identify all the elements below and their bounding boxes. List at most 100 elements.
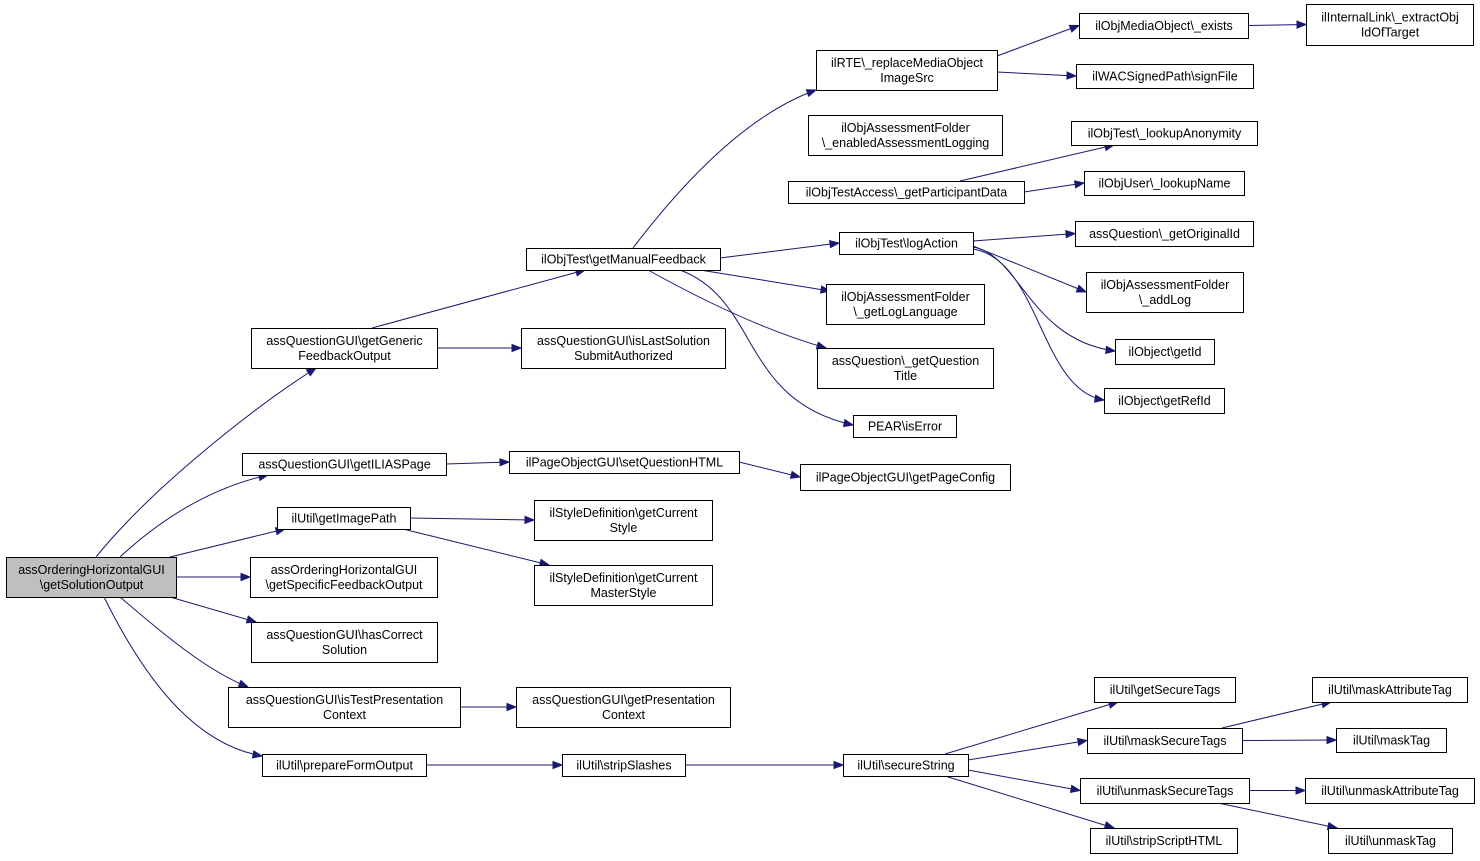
node-getId[interactable]: ilObject\getId [1115, 339, 1215, 365]
node-maskAttributeTag[interactable]: ilUtil\maskAttributeTag [1312, 677, 1468, 703]
node-label: ilStyleDefinition\getCurrent [550, 506, 699, 520]
edge-replaceMediaObjectImageSrc-to-exists [996, 25, 1080, 57]
node-maskTag[interactable]: ilUtil\maskTag [1336, 728, 1447, 753]
node-box [853, 415, 957, 438]
node-stripScriptHTML[interactable]: ilUtil\stripScriptHTML [1090, 828, 1238, 854]
node-box [6, 557, 177, 598]
node-label: Style [610, 521, 638, 535]
node-label: IdOfTarget [1361, 26, 1420, 40]
node-label: ilObjAssessmentFolder [841, 121, 970, 135]
node-getSecureTags[interactable]: ilUtil\getSecureTags [1094, 677, 1236, 703]
arrowhead-signFile [1066, 71, 1078, 80]
node-signFile[interactable]: ilWACSignedPath\signFile [1076, 64, 1254, 89]
arrowhead-getGenericFeedbackOutput [305, 367, 318, 377]
node-label: assQuestionGUI\getPresentation [532, 693, 715, 707]
node-getPageConfig[interactable]: ilPageObjectGUI\getPageConfig [800, 464, 1011, 491]
node-box [1094, 677, 1236, 703]
node-label: ilObject\getRefId [1118, 394, 1210, 408]
node-isLastSolutionSubmitAuthorized[interactable]: assQuestionGUI\isLastSolutionSubmitAutho… [521, 328, 726, 369]
node-label: \_addLog [1139, 293, 1191, 307]
node-label: ilUtil\getSecureTags [1110, 683, 1220, 697]
node-box [1084, 171, 1245, 196]
edge-getImagePath-to-getCurrentStyle [409, 517, 535, 521]
node-box [1075, 221, 1254, 247]
node-label: ilObjAssessmentFolder [1101, 278, 1230, 292]
node-addLog[interactable]: ilObjAssessmentFolder\_addLog [1086, 272, 1244, 313]
arrowhead-getQuestionTitle [815, 341, 828, 350]
node-getOriginalId[interactable]: assQuestion\_getOriginalId [1075, 221, 1254, 247]
node-box [1087, 728, 1243, 754]
edge-maskSecureTags-to-maskTag [1241, 739, 1337, 741]
node-box [1080, 778, 1250, 804]
node-root[interactable]: assOrderingHorizontalGUI\getSolutionOutp… [6, 557, 177, 598]
node-unmaskAttributeTag[interactable]: ilUtil\unmaskAttributeTag [1305, 778, 1475, 804]
node-getImagePath[interactable]: ilUtil\getImagePath [277, 507, 411, 530]
node-unmaskTag[interactable]: ilUtil\unmaskTag [1328, 828, 1453, 854]
node-label: ilObjTest\getManualFeedback [541, 253, 706, 267]
edge-getILIASPage-to-setQuestionHTML [445, 461, 510, 465]
node-box [808, 115, 1003, 156]
node-label: ilUtil\getImagePath [292, 512, 397, 526]
edge-exists-to-extractObjIdOfTarget [1247, 24, 1307, 26]
node-box [1071, 121, 1258, 146]
node-unmaskSecureTags[interactable]: ilUtil\unmaskSecureTags [1080, 778, 1250, 804]
node-secureString[interactable]: ilUtil\secureString [843, 754, 969, 777]
node-prepareFormOutput[interactable]: ilUtil\prepareFormOutput [262, 754, 427, 777]
edge-getGenericFeedbackOutput-to-getManualFeedback [371, 269, 586, 329]
node-box [1306, 4, 1474, 46]
edges-layer [95, 20, 1339, 831]
node-label: ilObjTest\_lookupAnonymity [1088, 127, 1242, 141]
arrowhead-setQuestionHTML [499, 458, 511, 467]
node-lookupName[interactable]: ilObjUser\_lookupName [1084, 171, 1245, 196]
node-enabledAssessmentLogging[interactable]: ilObjAssessmentFolder\_enabledAssessment… [808, 115, 1003, 156]
node-box [1312, 677, 1468, 703]
node-label: ilPageObjectGUI\getPageConfig [816, 471, 995, 485]
node-label: \getSolutionOutput [40, 578, 144, 592]
node-label: \getSpecificFeedbackOutput [265, 578, 423, 592]
node-maskSecureTags[interactable]: ilUtil\maskSecureTags [1087, 728, 1243, 754]
node-box [1328, 828, 1453, 854]
node-getParticipantData[interactable]: ilObjTestAccess\_getParticipantData [788, 181, 1025, 204]
arrowhead-replaceMediaObjectImageSrc [805, 89, 818, 98]
node-logAction[interactable]: ilObjTest\logAction [839, 232, 974, 255]
node-stripSlashes[interactable]: ilUtil\stripSlashes [562, 754, 686, 777]
node-label: ilStyleDefinition\getCurrent [550, 571, 699, 585]
node-label: ilUtil\unmaskAttributeTag [1321, 784, 1459, 798]
node-lookupAnonymity[interactable]: ilObjTest\_lookupAnonymity [1071, 121, 1258, 146]
node-label: ilWACSignedPath\signFile [1092, 70, 1237, 84]
node-label: ilObject\getId [1129, 345, 1202, 359]
edge-secureString-to-unmaskSecureTags [967, 769, 1081, 791]
arrowhead-lookupName [1073, 180, 1086, 189]
node-box [1336, 728, 1447, 753]
node-box [534, 565, 713, 606]
edge-secureString-to-stripScriptHTML [944, 775, 1115, 829]
node-box [817, 348, 994, 389]
edge-getManualFeedback-to-isError [679, 269, 854, 426]
edge-logAction-to-getId [972, 246, 1116, 352]
node-getLogLanguage[interactable]: ilObjAssessmentFolder\_getLogLanguage [826, 284, 985, 325]
edge-root-to-isTestPresentationContext [119, 596, 249, 688]
node-isError[interactable]: PEAR\isError [853, 415, 957, 438]
node-box [1086, 272, 1244, 313]
node-exists[interactable]: ilObjMediaObject\_exists [1079, 13, 1249, 39]
node-getSpecificFeedbackOutput[interactable]: assOrderingHorizontalGUI\getSpecificFeed… [250, 557, 438, 598]
node-setQuestionHTML[interactable]: ilPageObjectGUI\setQuestionHTML [509, 451, 740, 474]
node-box [526, 248, 721, 271]
node-getManualFeedback[interactable]: ilObjTest\getManualFeedback [526, 248, 721, 271]
node-getRefId[interactable]: ilObject\getRefId [1104, 388, 1225, 414]
node-label: assQuestion\_getOriginalId [1089, 227, 1240, 241]
node-label: assQuestionGUI\getILIASPage [258, 458, 430, 472]
node-getILIASPage[interactable]: assQuestionGUI\getILIASPage [242, 453, 447, 476]
node-box [1104, 388, 1225, 414]
edge-root-to-prepareFormOutput [103, 596, 263, 757]
arrowhead-exists [1068, 24, 1081, 33]
